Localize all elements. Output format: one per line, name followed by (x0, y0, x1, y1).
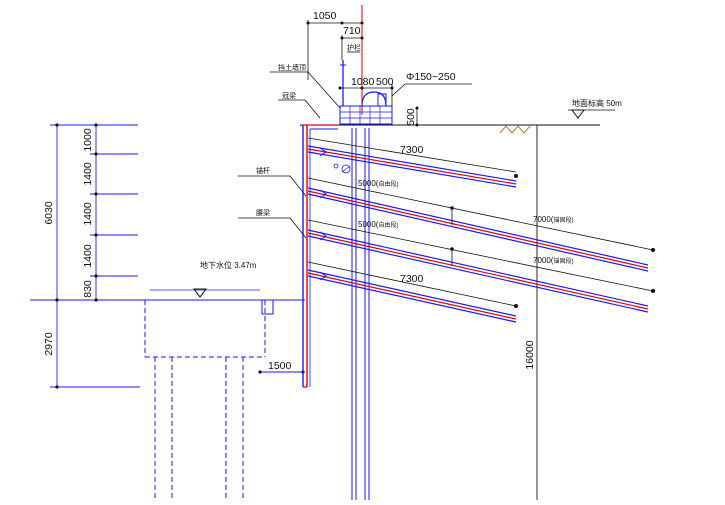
anchor-2-length2: 7000(锚固段) (533, 215, 573, 224)
anchor-2-length: 5000(自由段) (358, 179, 398, 188)
dim-depth: 16000 (524, 340, 536, 369)
callout-anchor-b: 腰梁 (256, 208, 270, 217)
anchor-4-length: 7300 (400, 273, 424, 285)
dim-1050: 1050 (313, 10, 337, 22)
dim-seg2: 1400 (82, 162, 94, 186)
anchor-4: 7300 (307, 261, 518, 323)
callout-top-b: 冠梁 (282, 91, 296, 100)
dim-500b: 500 (405, 108, 417, 126)
dim-710: 710 (343, 25, 361, 37)
callout-rail: 护栏 (347, 43, 361, 52)
dim-seg3: 1400 (82, 202, 94, 226)
ground-level-label: 地面标高 50m (572, 98, 622, 108)
left-dim-ticks (55, 123, 98, 389)
dim-seg4: 1400 (82, 244, 94, 268)
foundation-drain (261, 299, 274, 315)
dim-below: 2970 (43, 332, 55, 356)
dim-offset: 1500 (268, 360, 292, 372)
water-level-symbol (193, 288, 207, 298)
dim-500a: 500 (376, 76, 394, 88)
anchor-1-length: 7300 (400, 144, 424, 156)
dim-total: 6030 (43, 201, 55, 225)
cap-beam (339, 91, 393, 125)
anchor-1: 7300 (307, 137, 518, 188)
anchor-3-length2: 7000(锚固段) (533, 256, 573, 265)
callout-anchor-a: 锚杆 (256, 166, 270, 175)
dim-1080: 1080 (351, 76, 375, 88)
water-level-label: 地下水位 3.47m (200, 260, 257, 270)
anchor-3: 5000(自由段) 7000(锚固段) (307, 219, 655, 313)
ground-level-symbol (571, 109, 585, 119)
dim-seg1: 1000 (82, 128, 94, 152)
ground-hatch (499, 125, 531, 134)
anchor-2: 5000(自由段) 7000(锚固段) (307, 177, 655, 272)
waler-plates (319, 147, 327, 281)
left-dimension-chain (50, 124, 140, 388)
foundation-outline (144, 300, 266, 500)
callout-top-a: 挡土墙顶 (278, 63, 306, 72)
dim-seg5: 830 (82, 280, 94, 298)
anchor-3-length: 5000(自由段) (358, 220, 398, 229)
pipe-diameter: Φ150~250 (406, 71, 456, 83)
